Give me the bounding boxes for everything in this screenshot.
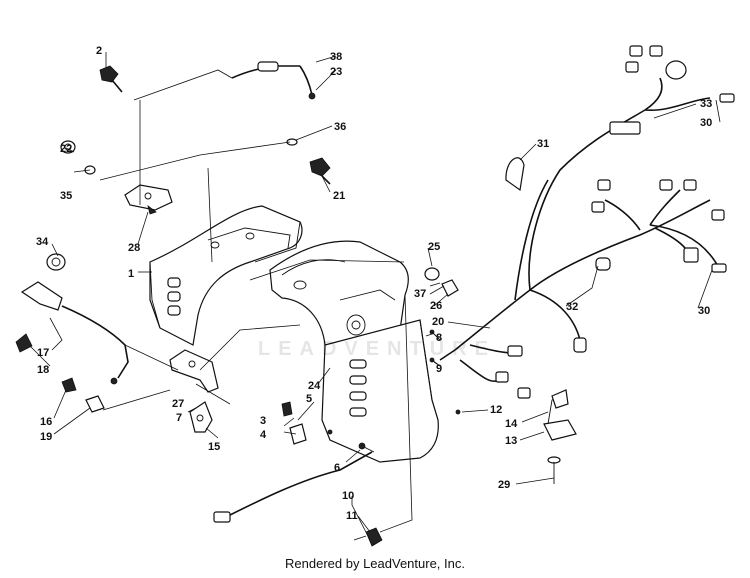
switch-21: [309, 157, 331, 185]
callout-10: 10: [342, 490, 354, 502]
bolt-29: [547, 456, 561, 484]
callout-38: 38: [330, 51, 342, 63]
nut-22: [60, 140, 76, 154]
callout-15: 15: [208, 441, 220, 453]
callout-7: 7: [176, 412, 182, 424]
footer-credit: Rendered by LeadVenture, Inc.: [285, 556, 465, 571]
callout-21: 21: [333, 190, 345, 202]
part-11: [353, 527, 383, 547]
callout-29: 29: [498, 479, 510, 491]
part-6: [358, 442, 375, 453]
callout-37: 37: [414, 288, 426, 300]
callout-3: 3: [260, 415, 266, 427]
knob-34: [46, 253, 66, 271]
callout-5: 5: [306, 393, 312, 405]
console-housing: [149, 205, 303, 346]
part-25: [424, 267, 440, 281]
choke-cable-17: [20, 281, 129, 385]
switch-13: [543, 389, 577, 441]
callout-34: 34: [36, 236, 49, 248]
callout-30-lower: 30: [698, 305, 710, 317]
callout-33: 33: [700, 98, 712, 110]
callout-23: 23: [330, 66, 342, 78]
part-26: [441, 279, 459, 297]
callout-20: 20: [432, 316, 444, 328]
leader-lines: [29, 52, 721, 541]
callout-8: 8: [436, 332, 442, 344]
main-harness: [439, 77, 721, 382]
mount-bracket: [124, 184, 173, 215]
connector-2: [99, 65, 123, 93]
clamp-31: [505, 157, 525, 192]
callout-labels: 2 38 23 36 21 22 35 28 1 34 17 18 16 19 …: [36, 45, 712, 522]
callout-17: 17: [37, 347, 49, 359]
callout-30-upper: 30: [700, 117, 712, 129]
callout-13: 13: [505, 435, 517, 447]
callout-6: 6: [334, 462, 340, 474]
callout-26: 26: [430, 300, 442, 312]
part-3: [281, 401, 293, 417]
screw-8: [429, 329, 441, 341]
callout-35: 35: [60, 190, 72, 202]
small-bracket: [189, 401, 213, 433]
callout-9: 9: [436, 363, 442, 375]
part-12: [455, 409, 461, 415]
callout-16: 16: [40, 416, 52, 428]
harness-10: [213, 451, 373, 523]
callout-19: 19: [40, 431, 52, 443]
harness-connectors: [495, 45, 735, 399]
callout-28: 28: [128, 242, 140, 254]
grommet-36: [286, 138, 298, 146]
lower-bracket: [169, 349, 219, 393]
callout-2: 2: [96, 45, 102, 57]
callout-27: 27: [172, 398, 184, 410]
assembly-lines: [99, 69, 441, 533]
part-4: [289, 423, 307, 445]
part-19: [85, 395, 105, 413]
callout-18: 18: [37, 364, 49, 376]
callout-1: 1: [128, 268, 134, 280]
callout-4: 4: [260, 429, 267, 441]
callout-14: 14: [505, 418, 518, 430]
callout-32: 32: [566, 301, 578, 313]
callout-11: 11: [346, 510, 358, 522]
cable-38: [231, 61, 316, 100]
clip-18: [15, 333, 33, 353]
callout-12: 12: [490, 404, 502, 416]
callout-25: 25: [428, 241, 440, 253]
callout-36: 36: [334, 121, 346, 133]
callout-31: 31: [537, 138, 549, 150]
callout-22: 22: [60, 143, 72, 155]
watermark: LEADVENTURE: [257, 338, 496, 360]
part-16: [61, 377, 77, 393]
callout-24: 24: [308, 380, 321, 392]
